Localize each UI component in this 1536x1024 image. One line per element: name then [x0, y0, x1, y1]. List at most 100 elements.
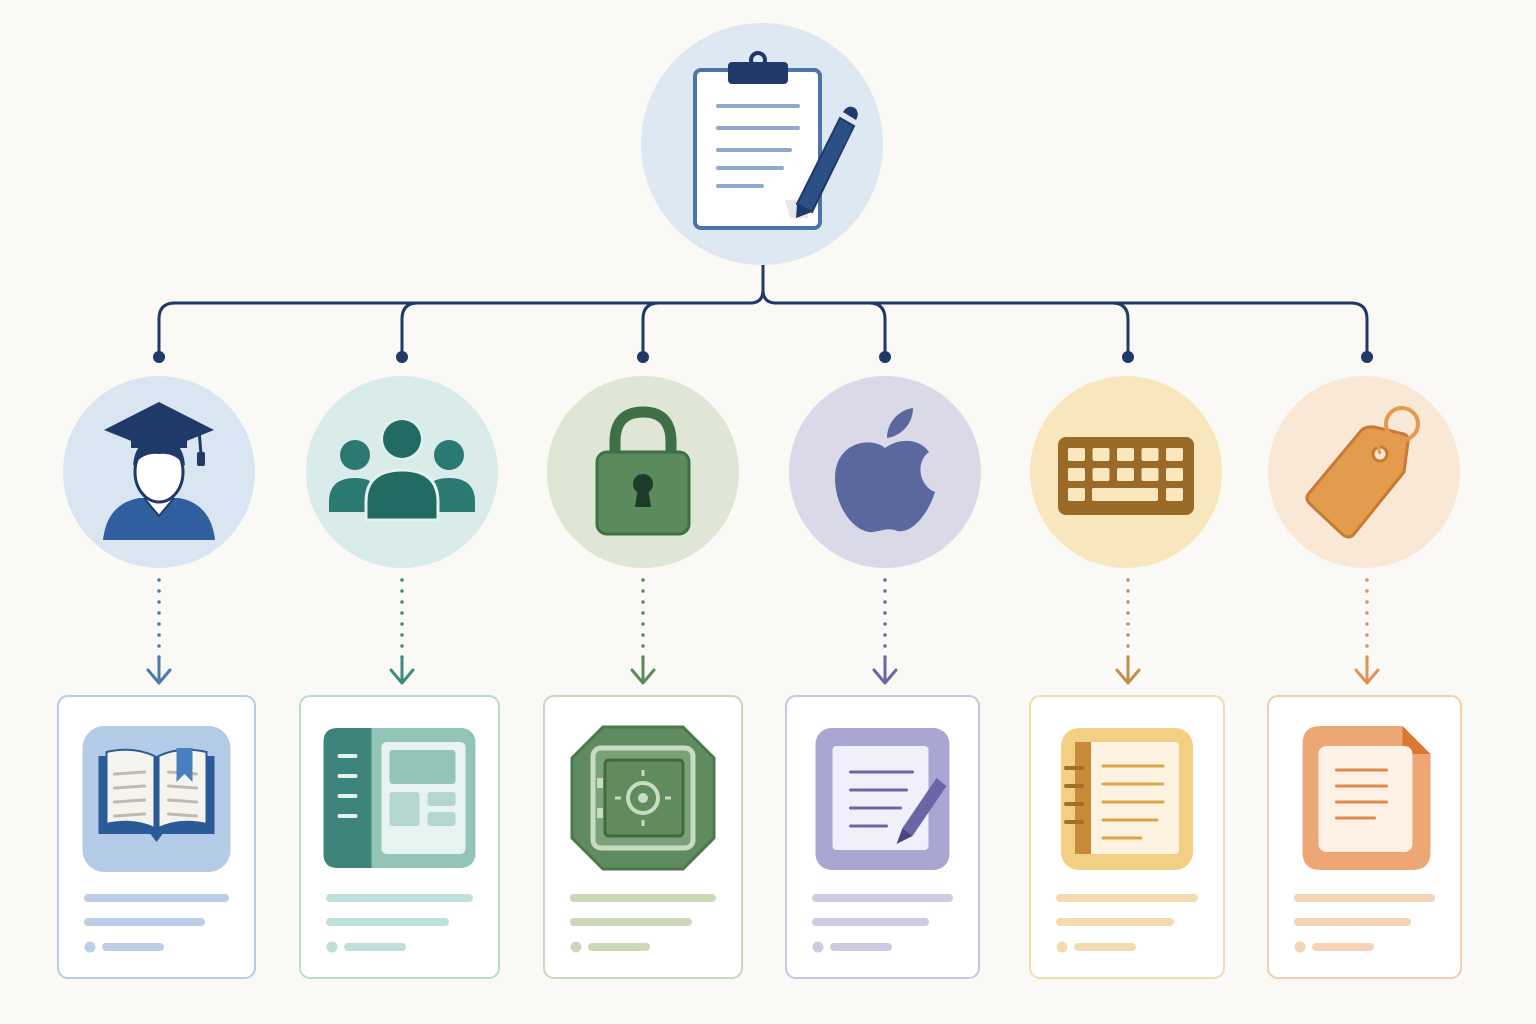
branch-security [543, 376, 743, 979]
note-pencil-tip [896, 828, 913, 844]
person-right-head [434, 440, 464, 470]
notebook-spine [1075, 742, 1091, 854]
tassel-cord [197, 429, 203, 455]
key [1141, 468, 1159, 481]
placeholder-dot [812, 941, 824, 953]
notebook-icon [1061, 728, 1193, 870]
safe-hinge [597, 808, 603, 818]
branch-drop-security [641, 301, 660, 357]
branch-tag [1267, 376, 1462, 979]
safe-hinge [597, 778, 603, 788]
pen-cap [843, 106, 858, 120]
branch-node-dot [396, 351, 408, 363]
tag-string [1376, 428, 1389, 455]
placeholder-line [570, 894, 716, 902]
placeholder-line [1056, 894, 1198, 902]
graduate-icon [103, 402, 215, 540]
pen-clip [834, 130, 851, 160]
layout-panel-icon [323, 728, 476, 868]
people-group-icon [329, 418, 475, 522]
bookmark [176, 748, 193, 782]
padlock-shackle [609, 406, 677, 455]
keyboard-icon [1058, 437, 1194, 515]
placeholder-line [326, 918, 449, 926]
layout-block-right [427, 812, 456, 826]
placeholder-line [570, 918, 692, 926]
book-text-line [167, 784, 198, 790]
key [1068, 468, 1085, 481]
branch-keyboard [1029, 376, 1225, 979]
clipboard-clip-ring [749, 51, 767, 69]
key [1117, 468, 1134, 481]
book-text-line [167, 798, 198, 804]
padlock-icon [595, 406, 691, 536]
tassel [197, 452, 205, 466]
placeholder-line [1074, 943, 1136, 951]
person-center-head [383, 420, 421, 458]
bus-left [173, 289, 765, 305]
placeholder-line [812, 918, 929, 926]
book-left-page [105, 748, 156, 830]
open-book-icon [82, 726, 231, 872]
key [1166, 448, 1183, 461]
cap-band [131, 432, 187, 448]
branch-community [299, 376, 500, 979]
root-node [641, 23, 883, 265]
keyhole-slot [635, 488, 651, 507]
placeholder-line [84, 918, 205, 926]
pen-body [795, 116, 856, 214]
placeholder-dot [84, 941, 96, 953]
price-tag-icon [1305, 406, 1420, 539]
document-page [1318, 746, 1413, 852]
book-text-line [113, 784, 146, 790]
note-pencil [902, 778, 947, 836]
person-center-body [364, 468, 440, 522]
document-icon [1302, 726, 1431, 870]
spacebar-key [1092, 488, 1158, 501]
apple-body [835, 440, 935, 533]
layout-block-top [389, 750, 456, 784]
key [1068, 488, 1085, 501]
branch-node-dot [637, 351, 649, 363]
key [1117, 448, 1134, 461]
pen-icon [795, 106, 858, 218]
placeholder-dot [1294, 941, 1306, 953]
education-card [57, 695, 256, 979]
placeholder-line [326, 894, 473, 902]
note-paper [832, 746, 929, 850]
placeholder-line [84, 894, 229, 902]
placeholder-line [102, 943, 164, 951]
bus-right [761, 289, 1353, 305]
key [1068, 448, 1085, 461]
placeholder-dot [326, 941, 338, 953]
community-card [299, 695, 500, 979]
apple-icon [835, 408, 935, 533]
book-text-line [113, 798, 146, 804]
branch-node-dot [1361, 351, 1373, 363]
connector-lines [153, 265, 1373, 363]
clipboard-with-pen-icon [693, 51, 858, 230]
collar [143, 497, 175, 518]
tag-card [1267, 695, 1462, 979]
placeholder-line [830, 943, 892, 951]
key [1141, 448, 1159, 461]
placeholder-line [1056, 918, 1174, 926]
safe-dial [626, 781, 660, 815]
document-fold [1402, 726, 1431, 754]
note-edit-icon [815, 728, 950, 870]
placeholder-line [1294, 918, 1411, 926]
placeholder-line [1312, 943, 1374, 951]
keyboard-card [1029, 695, 1225, 979]
safe-vault-icon [570, 725, 716, 871]
placeholder-line [812, 894, 953, 902]
branch-drop-tag [1350, 301, 1369, 357]
layout-block-left [389, 792, 420, 826]
book-text-line [167, 812, 198, 818]
apple-leaf [887, 408, 913, 438]
branch-node-dot [153, 351, 165, 363]
apple-card [785, 695, 980, 979]
key [1166, 488, 1183, 501]
placeholder-dot [570, 941, 582, 953]
branch-node-dot [879, 351, 891, 363]
placeholder-line [344, 943, 406, 951]
